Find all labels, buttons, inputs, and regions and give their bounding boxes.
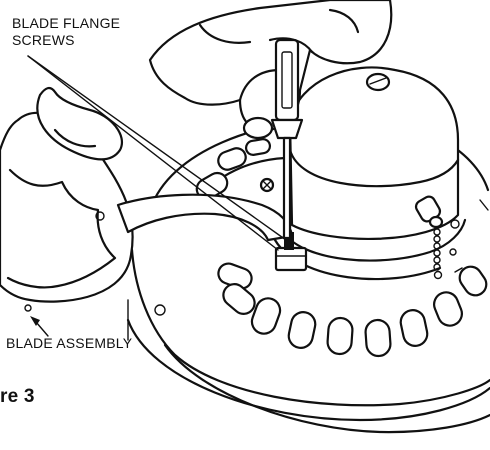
hand-icon [148,0,393,140]
callout-leaders [27,55,287,337]
fan-motor-icon [259,66,467,281]
screw-icon [274,232,308,272]
hand-icon [36,86,123,161]
screwdriver-icon [270,38,304,240]
figure-caption: re 3 [0,386,35,407]
blade-flange-screws-label-line2: SCREWS [12,32,75,48]
pull-chain-icon [414,195,444,280]
blade-flange-screws-label-line1: BLADE FLANGE [12,15,121,31]
blade-flange-screws-label: BLADE FLANGE SCREWS [12,15,120,49]
vent-slots [195,138,488,358]
blade-assembly-label: BLADE ASSEMBLY [6,335,133,351]
